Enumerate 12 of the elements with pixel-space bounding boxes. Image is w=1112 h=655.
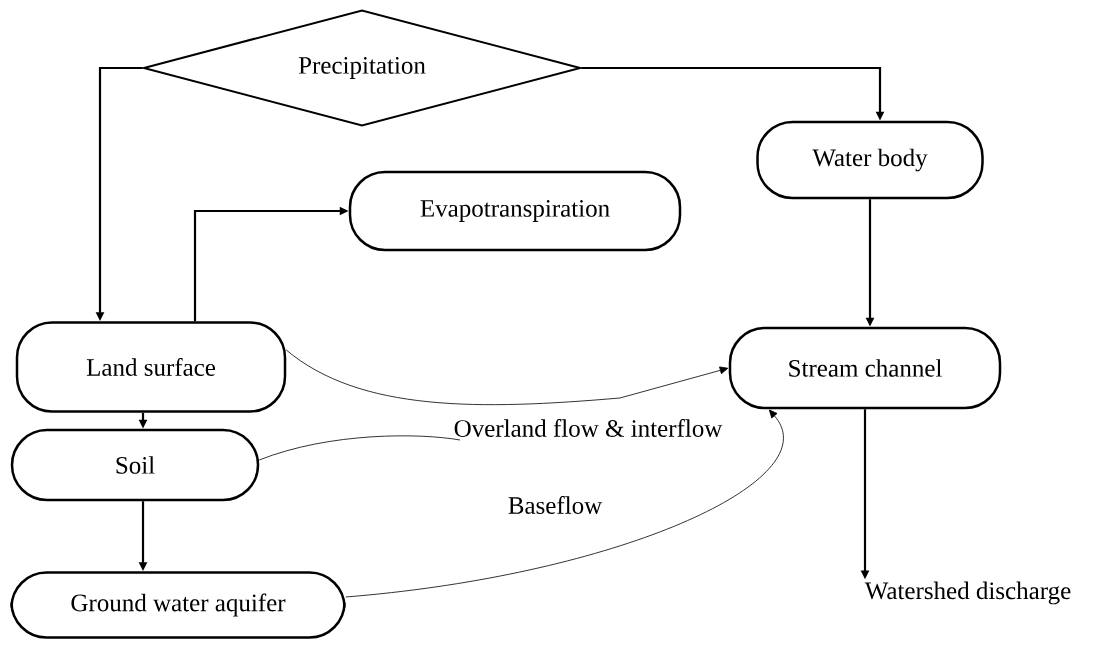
- arrow: [285, 349, 729, 406]
- edge-label: Baseflow: [506, 495, 604, 515]
- process-box: Ground water aquifer: [10, 571, 346, 639]
- process-box: Soil: [10, 428, 260, 502]
- output-text: Watershed discharge: [864, 581, 1071, 605]
- connector-line: [258, 435, 461, 461]
- edge-label: Overland flow & interflow: [452, 418, 724, 438]
- process-box: Land surface: [15, 321, 287, 413]
- process-box: Water body: [756, 120, 984, 200]
- arrow: [345, 409, 784, 598]
- process-box: Evapotranspiration: [348, 170, 682, 252]
- process-box: Stream channel: [728, 326, 1002, 410]
